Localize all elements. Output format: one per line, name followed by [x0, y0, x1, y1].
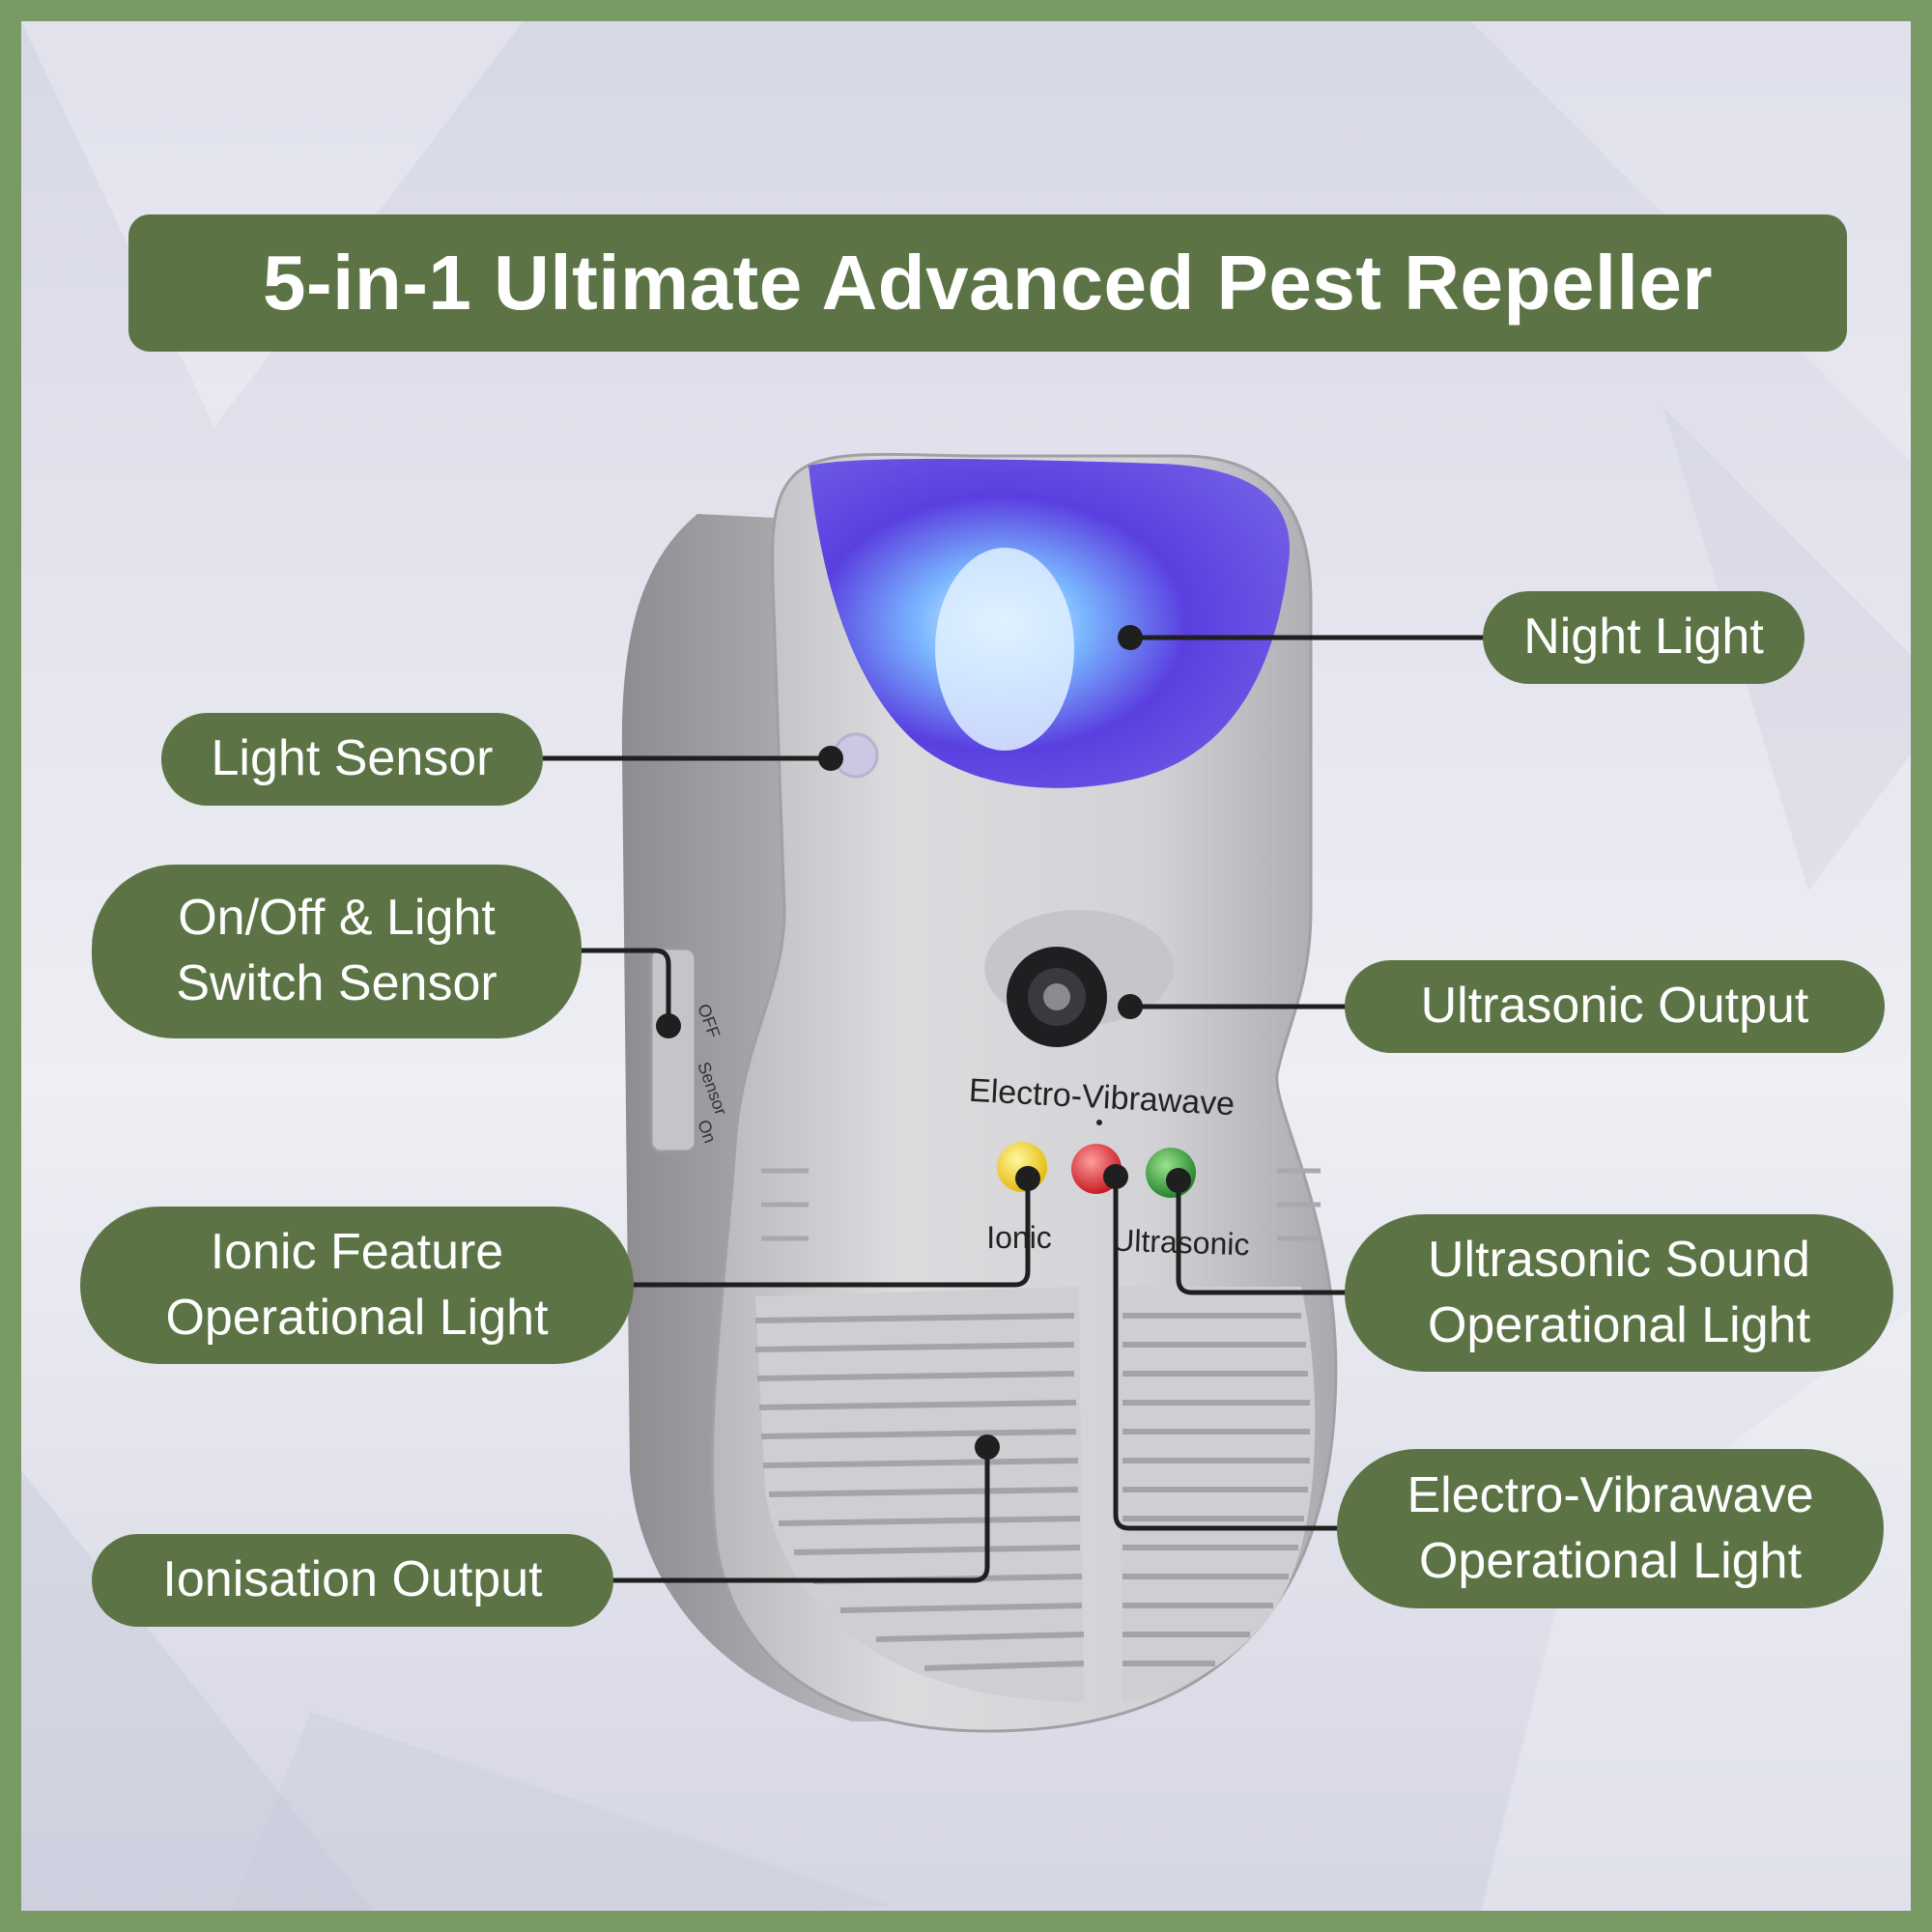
callout-ultrasonic-sound-light: Ultrasonic Sound Operational Light — [1345, 1214, 1893, 1372]
right-grille — [1118, 1287, 1316, 1702]
callout-ultrasonic-output-text: Ultrasonic Output — [1420, 978, 1809, 1035]
led-electro — [1071, 1144, 1122, 1194]
callout-ionic-line2: Operational Light — [165, 1289, 549, 1346]
callout-ultrasonic-output: Ultrasonic Output — [1345, 960, 1885, 1053]
callout-onoff-line1: On/Off & Light — [178, 890, 496, 947]
light-sensor — [833, 732, 879, 779]
callout-night-light: Night Light — [1483, 591, 1804, 684]
device-label-ionic: Ionic — [986, 1220, 1052, 1255]
callout-ionic-line1: Ionic Feature — [210, 1223, 504, 1280]
callout-electro-line1: Electro-Vibrawave — [1406, 1466, 1814, 1523]
page-title: 5-in-1 Ultimate Advanced Pest Repeller — [128, 214, 1847, 352]
callout-ultrasonic-sound-line1: Ultrasonic Sound — [1427, 1231, 1810, 1288]
led-ionic — [997, 1142, 1047, 1192]
callout-onoff-switch: On/Off & Light Switch Sensor — [92, 865, 582, 1038]
callout-onoff-line2: Switch Sensor — [176, 955, 497, 1011]
led-ultrasonic — [1146, 1148, 1196, 1198]
callout-light-sensor-text: Light Sensor — [211, 730, 494, 787]
callout-ultrasonic-sound-line2: Operational Light — [1427, 1296, 1811, 1353]
callout-night-light-text: Night Light — [1523, 609, 1764, 666]
device-label-ultrasonic: Ultrasonic — [1112, 1223, 1250, 1263]
callout-ionic-light: Ionic Feature Operational Light — [80, 1207, 634, 1364]
night-light-glow — [935, 548, 1074, 751]
callout-light-sensor: Light Sensor — [161, 713, 543, 806]
side-switch-panel — [649, 947, 697, 1153]
callout-electro-line2: Operational Light — [1418, 1532, 1803, 1589]
callout-ionisation-output-text: Ionisation Output — [162, 1551, 543, 1608]
callout-ionisation-output: Ionisation Output — [92, 1534, 613, 1627]
callout-electro-light: Electro-Vibrawave Operational Light — [1337, 1449, 1884, 1608]
